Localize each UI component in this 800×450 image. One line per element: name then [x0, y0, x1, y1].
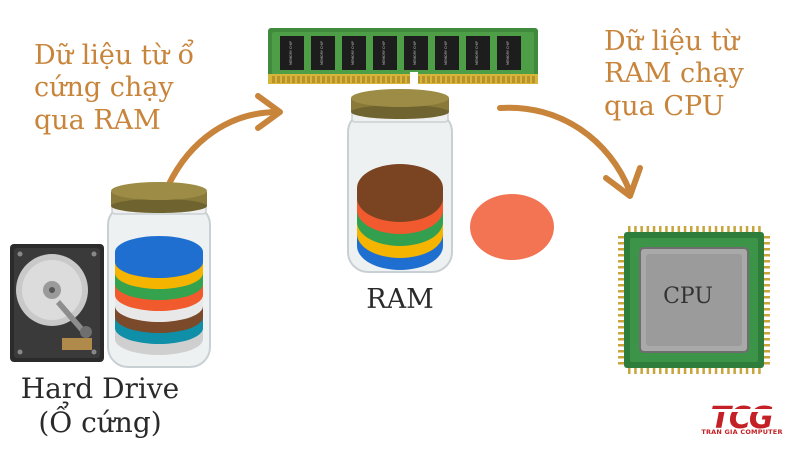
ram-chip: [373, 36, 397, 70]
cpu-label: CPU: [663, 284, 713, 309]
ram-jar-lid: [351, 89, 449, 107]
hdd-data-disc: [115, 236, 203, 268]
ram-chip-label: MEMORY CHIP: [382, 41, 386, 65]
svg-text:TCG: TCG: [710, 401, 772, 436]
ram-jar: [347, 89, 453, 273]
ram-chip-label: MEMORY CHIP: [444, 41, 448, 65]
caption-hdd-line-1: Dữ liệu từ ổ: [34, 40, 195, 71]
ram-chip: [435, 36, 459, 70]
loose-data-disc: [470, 194, 554, 260]
caption-cpu-line-1: Dữ liệu từ: [604, 26, 740, 57]
caption-hdd-line-3: qua RAM: [34, 104, 161, 136]
ram-chip-label: MEMORY CHIP: [413, 41, 417, 65]
arrow-hdd-to-ram: [165, 109, 281, 189]
ram-label: RAM: [366, 284, 434, 315]
caption-hdd-to-ram: Dữ liệu từ ổ cứng chạy qua RAM: [34, 40, 244, 137]
hdd-jar: [107, 182, 211, 368]
ram-chip-label: MEMORY CHIP: [351, 41, 355, 65]
hard-drive-label-line-2: (Ổ cứng): [38, 406, 162, 440]
caption-hdd-line-2: cứng chạy: [34, 72, 174, 104]
arrow-ram-to-cpu-head: [603, 165, 643, 199]
ram-chip: [280, 36, 304, 70]
ram-chip-label: MEMORY CHIP: [475, 41, 479, 65]
caption-cpu-line-3: qua CPU: [604, 90, 725, 122]
tcg-logo: TCG: [698, 401, 784, 436]
ram-chip: [466, 36, 490, 70]
arrow-hdd-to-ram-head: [255, 93, 283, 131]
ram-data-disc: [357, 164, 443, 212]
ram-chip: [404, 36, 428, 70]
cpu-chip: [618, 226, 770, 374]
ram-chip-label: MEMORY CHIP: [506, 41, 510, 65]
ram-stick: MEMORY CHIP MEMORY CHIP MEMORY CHIP MEMORY …: [268, 28, 538, 86]
ram-chip: [311, 36, 335, 70]
caption-cpu-line-2: RAM chạy: [604, 58, 744, 90]
hard-drive-label-line-1: Hard Drive: [20, 372, 180, 405]
hard-drive: [10, 244, 104, 362]
ram-chip: [342, 36, 366, 70]
ram-chip-label: MEMORY CHIP: [289, 41, 293, 65]
brand-name: TRAN GIA COMPUTER: [701, 428, 783, 436]
arrow-ram-to-cpu: [497, 104, 633, 195]
hdd-arm: [56, 300, 86, 334]
caption-ram-to-cpu: Dữ liệu từ RAM chạy qua CPU: [604, 26, 794, 123]
hard-drive-label: Hard Drive (Ổ cứng): [10, 372, 190, 440]
ram-chip-label: MEMORY CHIP: [320, 41, 324, 65]
ram-chip: [497, 36, 521, 70]
